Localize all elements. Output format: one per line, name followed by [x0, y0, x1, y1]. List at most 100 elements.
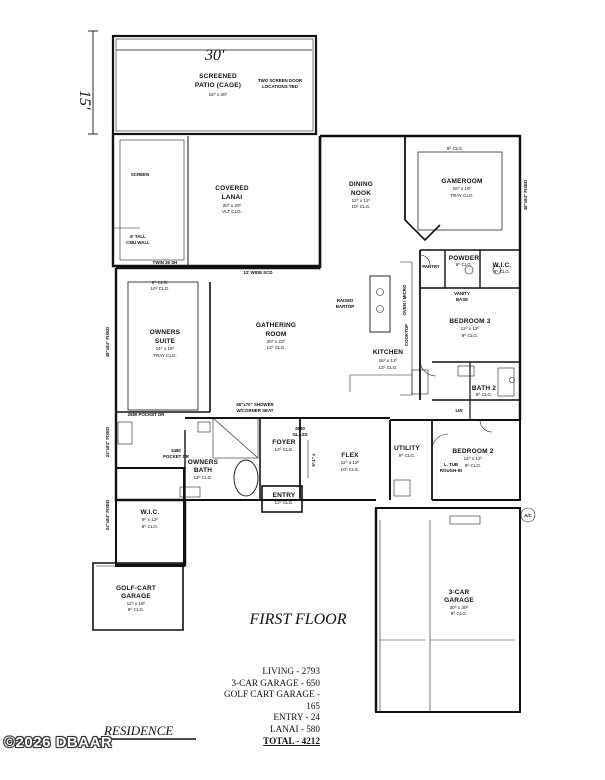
owners-bath-label-1: OWNERS	[188, 459, 219, 466]
screen-door-note-1: TWO SCREEN DOOR	[258, 78, 303, 83]
entry-outline	[261, 485, 303, 513]
screened-patio-outline	[111, 34, 318, 136]
owners-suite-size: 14⁰ x 18⁰	[156, 346, 175, 351]
wic-left-label: W.I.C.	[141, 509, 160, 516]
kitchen-ceiling: 12⁰ CLG.	[379, 365, 398, 370]
bedroom2-size: 12⁰ x 12⁰	[464, 456, 483, 461]
stat-car-garage: 3-CAR GARAGE - 650	[231, 677, 320, 688]
cooktop-label: COOKTOP	[404, 324, 409, 346]
screened-patio-label-2: PATIO (CAGE)	[195, 82, 241, 89]
foyer-label: FOYER	[272, 439, 295, 446]
mech-label: A/C	[524, 513, 532, 518]
wic-right-label: W.I.C.	[493, 262, 512, 269]
bedroom2-label: BEDROOM 2	[452, 448, 493, 455]
vanity-base-1: VANITY	[454, 291, 470, 296]
powder-label: POWDER	[449, 255, 480, 262]
dining-nook-label-1: DINING	[349, 181, 373, 188]
foyer-ceiling: 12⁰ CLG.	[275, 447, 294, 452]
shower-note-1: 60"x70" SHOWER	[236, 402, 274, 407]
car-garage-label-1: 3-CAR	[449, 589, 470, 596]
covered-lanai-label-2: LANAI	[222, 194, 243, 201]
gameroom-size: 16⁰ x 18⁰	[453, 186, 472, 191]
owners-bath-label-2: BATH	[194, 467, 212, 474]
screen-label: SCREEN	[131, 172, 149, 177]
window-fixed-left3: 24"x84" FIXED	[105, 500, 110, 531]
bedroom3-label: BEDROOM 3	[449, 318, 490, 325]
gameroom-top-ceiling: 9⁰ CLG.	[447, 146, 463, 151]
car-garage-outline	[375, 507, 521, 713]
flex-window-label: 6'-1" x	[311, 453, 316, 467]
bedroom3-size: 12⁰ x 12⁰	[461, 326, 480, 331]
owners-suite-ceiling: TRAY CLG.	[153, 353, 177, 358]
wic-left-ceiling: 9⁰ CLG.	[142, 524, 158, 529]
dining-nook-size: 12⁰ x 12⁰	[352, 198, 371, 203]
bedroom3-ceiling: 9⁰ CLG.	[462, 333, 478, 338]
gameroom-label: GAMEROOM	[441, 178, 482, 185]
kitchen-size: 16⁰ x 12⁰	[379, 358, 398, 363]
vanity-base-2: BASE	[456, 297, 468, 302]
covered-lanai-size: 20⁰ x 20⁰	[223, 203, 242, 208]
covered-lanai-label-1: COVERED	[215, 185, 249, 192]
window-fixed-left: 48"x84" FIXED	[105, 327, 110, 358]
golf-cart-garage-ceiling: 9⁰ CLG.	[128, 607, 144, 612]
stat-entry: ENTRY - 24	[273, 712, 320, 723]
dining-nook-label-2: NOOK	[351, 190, 371, 197]
car-garage-ceiling: 9⁰ CLG.	[451, 611, 467, 616]
bath2-ceiling: 9⁰ CLG.	[476, 392, 492, 397]
twin-sh-label: TWIN 26 SH	[153, 260, 178, 265]
utility-label: UTILITY	[394, 445, 420, 452]
kitchen-island	[369, 275, 391, 333]
flex-size: 12⁰ x 12⁰	[341, 460, 360, 465]
watermark: ©2026 DBAAR	[4, 734, 113, 751]
golf-cart-garage-label-1: GOLF-CART	[116, 585, 156, 592]
owners-bath-ceiling: 12⁰ CLG.	[194, 475, 213, 480]
screen-door-note-2: LOCATIONS TBD	[262, 84, 298, 89]
gathering-room-size: 20⁰ x 22⁰	[267, 339, 286, 344]
tub-note-1: L. TUB	[444, 462, 458, 467]
utility-ceiling: 9⁰ CLG.	[399, 453, 415, 458]
depth-dimension: 15'	[76, 90, 93, 110]
width-dimension: 30'	[204, 47, 225, 64]
lanai-outline	[111, 134, 322, 268]
lin-label: LIN	[455, 408, 462, 413]
covered-lanai-ceiling: VLT CLG.	[222, 209, 242, 214]
owners-suite-label-2: SUITE	[155, 338, 176, 345]
flex-ceiling: 10⁰ CLG.	[341, 467, 360, 472]
pocket-dr2-1: 2480	[171, 448, 181, 453]
owners-suite-label-1: OWNERS	[150, 329, 181, 336]
window-fixed-left2: 24"x84" FIXED	[105, 427, 110, 458]
pantry-label: PANTRY	[422, 264, 440, 269]
pocket-dr-label: 2680 POCKET DR	[128, 412, 166, 417]
residence-label: RESIDENCE	[103, 723, 173, 738]
stat-golf-cart-garage: GOLF CART GARAGE - 165	[223, 689, 320, 711]
tall-cmu-1: 6' TALL	[130, 234, 146, 239]
kitchen-label: KITCHEN	[373, 349, 403, 356]
golf-cart-garage-label-2: GARAGE	[121, 593, 151, 600]
screened-patio-size: 16⁰ x 30⁰	[209, 92, 228, 97]
screened-patio-label-1: SCREENED	[199, 73, 237, 80]
golf-cart-garage-size: 12⁰ x 16⁰	[127, 601, 146, 606]
wide-scd-label: 12' WIDE SCD	[243, 270, 272, 275]
car-garage-size: 30⁰ x 30⁰	[450, 605, 469, 610]
tall-cmu-2: CMU WALL	[126, 240, 150, 245]
oven-micro-label: OVEN / MICRO	[402, 284, 407, 315]
owners-suite-top-ceiling: 9⁰ CLG.	[152, 280, 168, 285]
area-summary: LIVING - 2793 3-CAR GARAGE - 650 GOLF CA…	[208, 666, 320, 747]
gameroom-ceiling: TRAY CLG.	[450, 193, 474, 198]
entry-label: ENTRY	[273, 492, 296, 499]
stat-total: TOTAL - 4212	[263, 735, 320, 746]
flex-label: FLEX	[341, 452, 359, 459]
shower-note-2: W/CORNER SEAT	[237, 408, 274, 413]
dining-nook-ceiling: 10⁰ CLG.	[352, 204, 371, 209]
golf-cart-garage-outline	[92, 562, 184, 631]
gathering-room-label-1: GATHERING	[256, 322, 296, 329]
owners-suite-top-ceiling2: 10⁰ CLG.	[151, 286, 170, 291]
powder-ceiling: 9⁰ CLG.	[456, 262, 472, 267]
glass-door-2: GLASS	[292, 432, 307, 437]
wic-right-ceiling: 9⁰ CLG.	[494, 269, 510, 274]
house-outline	[320, 134, 522, 420]
tub-note-2: ROUGH-IN	[440, 468, 462, 473]
stat-living: LIVING - 2793	[262, 666, 320, 676]
wic-left-size: 9⁰ x 12⁰	[142, 517, 158, 522]
